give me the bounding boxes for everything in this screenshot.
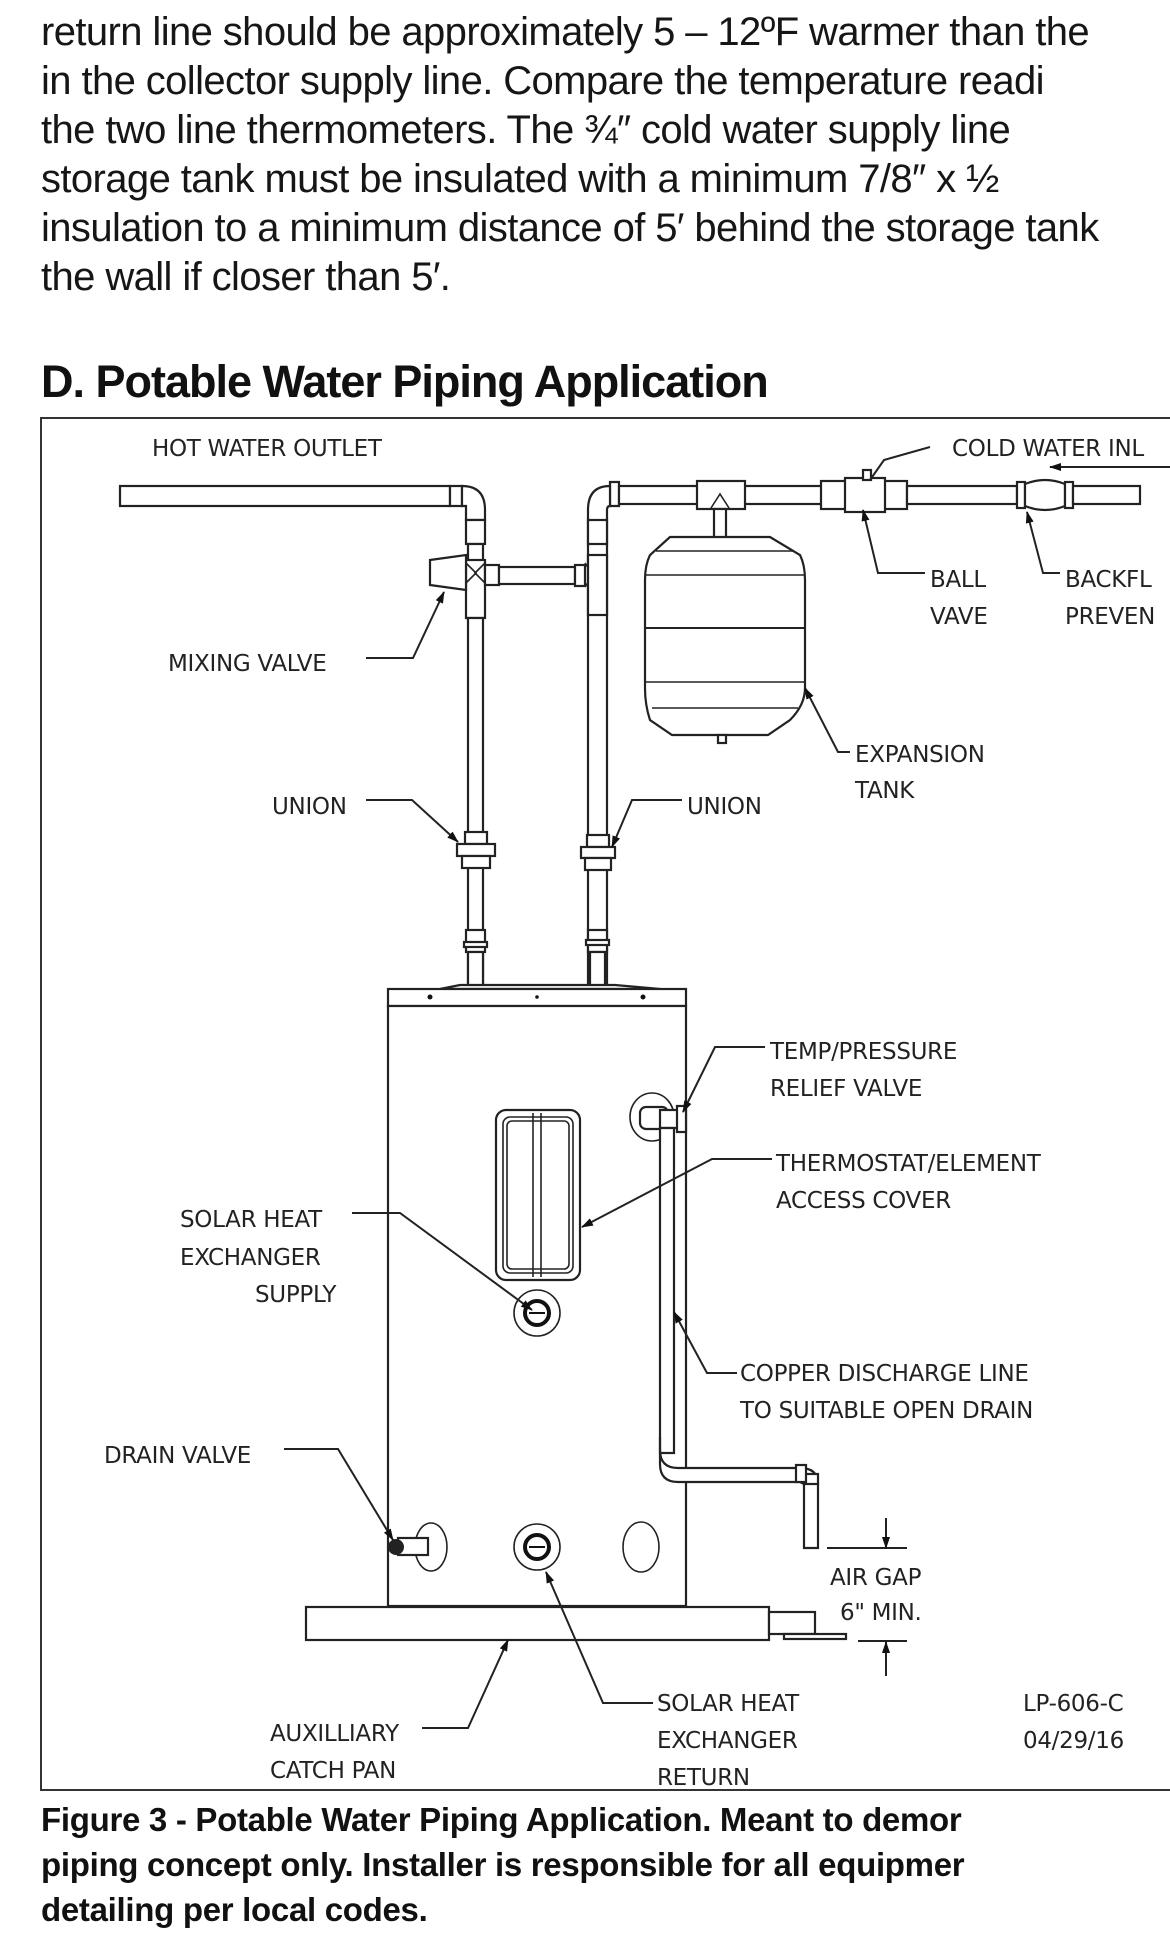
backflow-preventer-leader: [1025, 511, 1060, 574]
union-left-label: UNION: [272, 794, 347, 820]
solar-supply-label-line3: SUPPLY: [255, 1282, 337, 1308]
paragraph-line: insulation to a minimum distance of 5′ b…: [41, 206, 1099, 250]
extra-port: [622, 1521, 660, 1573]
crossover-pipe: [497, 565, 577, 586]
solar-return-port: [513, 1523, 561, 1571]
solar-return-label-line3: RETURN: [657, 1765, 750, 1791]
catch-pan-label-line2: CATCH PAN: [270, 1758, 396, 1784]
thermostat-leader: [581, 1158, 772, 1228]
union-left-fitting: [455, 830, 497, 870]
crossover-fitting: [573, 563, 587, 588]
catch-pan-leader: [422, 1639, 509, 1729]
ball-valve-handle: [861, 446, 931, 482]
tp-relief-label-line2: RELIEF VALVE: [770, 1076, 922, 1102]
ball-valve-label-line2: VAVE: [930, 604, 988, 630]
catch-pan-label-line1: AUXILLIARY: [270, 1721, 400, 1747]
expansion-tank-label-line1: EXPANSION: [855, 742, 985, 768]
expansion-tank: [643, 535, 807, 745]
figure-frame: [40, 417, 1170, 1791]
mixing-valve: [428, 553, 501, 592]
drawing-number: LP-606-C: [1023, 1691, 1123, 1717]
cold-water-inlet-label: COLD WATER INL: [952, 436, 1144, 462]
copper-discharge-label-line2: TO SUITABLE OPEN DRAIN: [739, 1398, 1033, 1424]
copper-discharge-label-line1: COPPER DISCHARGE LINE: [740, 1361, 1029, 1387]
paragraph-line: in the collector supply line. Compare th…: [41, 59, 1045, 103]
hot-riser-pipe: [464, 558, 487, 1012]
air-gap-dimension: [827, 1518, 907, 1676]
mixing-valve-leader: [366, 591, 445, 659]
union-right-label: UNION: [687, 794, 762, 820]
expansion-tank-label-line2: TANK: [854, 778, 915, 804]
ball-valve-label-line1: BALL: [930, 567, 986, 593]
copper-discharge-line: [658, 1126, 820, 1550]
tp-relief-valve: [629, 1092, 688, 1142]
thermostat-access-cover: [494, 1108, 582, 1282]
caption-line: Figure 3 - Potable Water Piping Applicat…: [41, 1801, 962, 1838]
caption-line: detailing per local codes.: [41, 1891, 428, 1928]
cold-supply-header: [617, 476, 1142, 541]
drain-valve-label: DRAIN VALVE: [104, 1443, 251, 1469]
solar-supply-leader: [352, 1212, 533, 1311]
auxiliary-catch-pan: [304, 1605, 848, 1642]
solar-return-leader: [545, 1571, 653, 1704]
drain-valve: [388, 1522, 448, 1572]
air-gap-label-line2: 6" MIN.: [840, 1600, 922, 1626]
solar-return-label-line1: SOLAR HEAT: [657, 1691, 800, 1717]
paragraph-line: the two line thermometers. The ¾″ cold w…: [41, 108, 1011, 152]
water-heater-tank: [386, 987, 688, 1608]
hot-water-outlet-label: HOT WATER OUTLET: [152, 436, 383, 462]
solar-return-label-line2: EXCHANGER: [657, 1728, 798, 1754]
backflow-label-line2: PREVEN: [1065, 604, 1155, 630]
caption-line: piping concept only. Installer is respon…: [41, 1846, 965, 1883]
drain-valve-leader: [284, 1448, 394, 1541]
tank-nipples: [439, 928, 661, 991]
intro-paragraph: return line should be approximately 5 – …: [41, 8, 1170, 302]
thermostat-label-line2: ACCESS COVER: [776, 1188, 951, 1214]
solar-supply-label-line1: SOLAR HEAT: [180, 1207, 323, 1233]
drawing-date: 04/29/16: [1023, 1728, 1124, 1754]
mixing-valve-label: MIXING VALVE: [168, 651, 326, 677]
paragraph-line: storage tank must be insulated with a mi…: [41, 157, 999, 201]
copper-discharge-leader: [673, 1311, 737, 1374]
section-heading: D. Potable Water Piping Application: [41, 356, 769, 407]
expansion-tank-leader: [804, 687, 850, 753]
ball-valve-leader: [861, 509, 925, 574]
paragraph-line: return line should be approximately 5 – …: [41, 10, 1090, 54]
backflow-label-line1: BACKFL: [1065, 567, 1152, 593]
hot-outlet-pipe: [118, 484, 487, 566]
figure-caption: Figure 3 - Potable Water Piping Applicat…: [41, 1797, 1170, 1932]
tp-relief-leader: [682, 1046, 765, 1113]
tp-relief-label-line1: TEMP/PRESSURE: [769, 1039, 957, 1065]
thermostat-label-line1: THERMOSTAT/ELEMENT: [775, 1151, 1042, 1177]
union-left-leader: [366, 799, 459, 843]
air-gap-label-line1: AIR GAP: [830, 1565, 922, 1591]
union-right-fitting: [579, 833, 617, 872]
paragraph-line: the wall if closer than 5′.: [41, 255, 451, 299]
union-right-leader: [611, 799, 682, 848]
solar-supply-label-line2: EXCHANGER: [180, 1245, 321, 1271]
